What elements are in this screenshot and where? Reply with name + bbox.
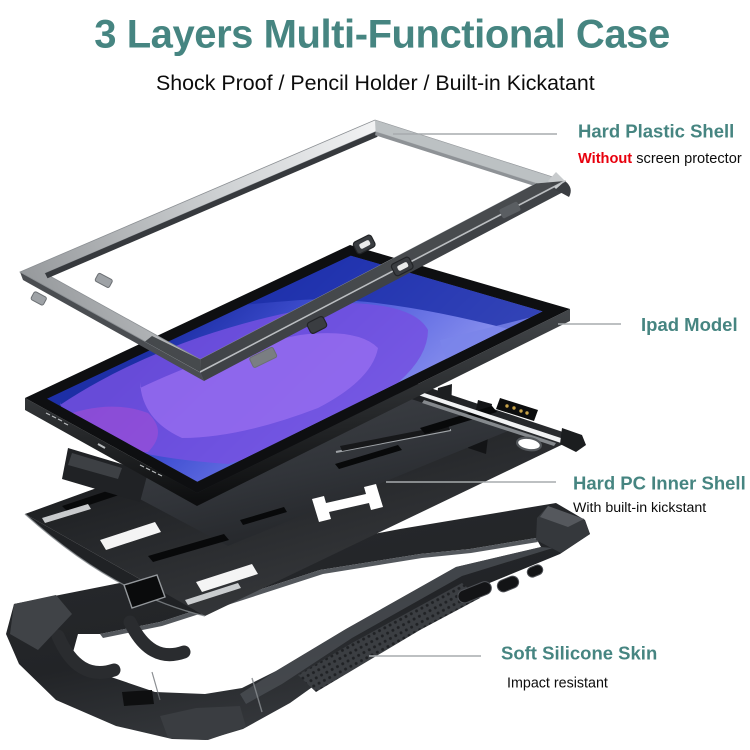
svg-text:Hard Plastic Shell: Hard Plastic Shell — [578, 121, 734, 142]
svg-text:Impact resistant: Impact resistant — [507, 676, 608, 692]
svg-text:Ipad Model: Ipad Model — [641, 314, 738, 335]
svg-text:With built-in kickstant: With built-in kickstant — [573, 500, 706, 516]
svg-text:3 Layers Multi-Functional Case: 3 Layers Multi-Functional Case — [94, 13, 670, 57]
svg-text:Soft Silicone Skin: Soft Silicone Skin — [501, 643, 657, 664]
svg-text:Hard PC Inner Shell: Hard PC Inner Shell — [573, 473, 746, 494]
svg-text:Shock Proof / Pencil Holder /: Shock Proof / Pencil Holder / Built-in K… — [156, 71, 595, 95]
svg-text:Without screen protector: Without screen protector — [578, 151, 742, 167]
